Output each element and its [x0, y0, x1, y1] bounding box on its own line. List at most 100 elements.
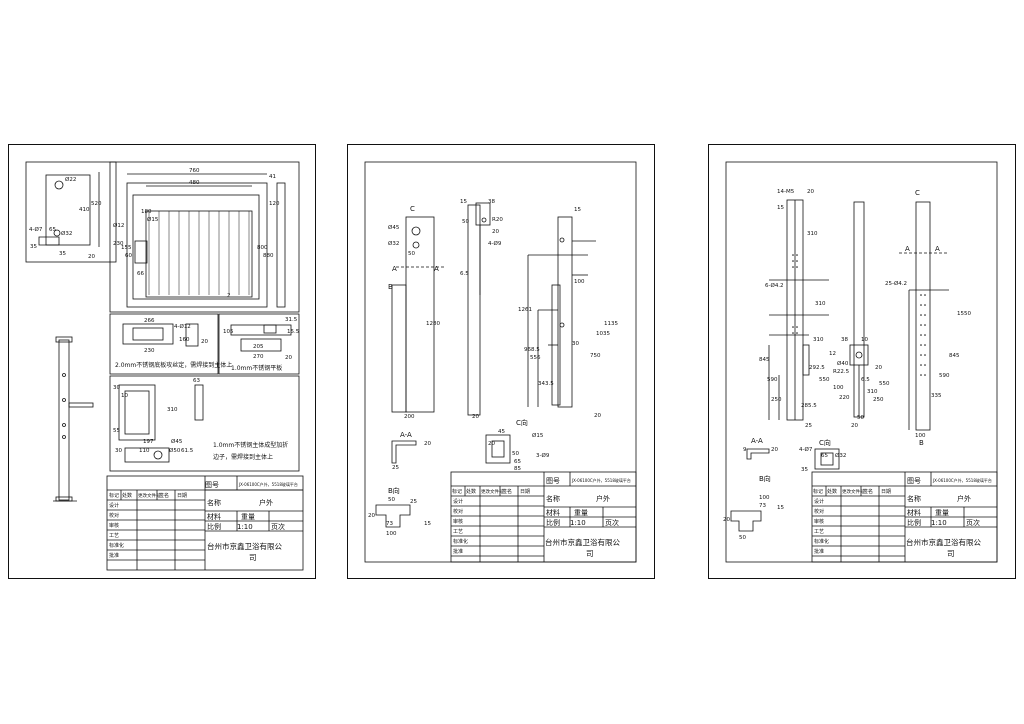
- dim-label: 310: [167, 407, 178, 413]
- dim-label: 10: [861, 337, 868, 343]
- dim-label: 590: [767, 377, 778, 383]
- dim-label: 220: [839, 395, 850, 401]
- dim-label: 25: [410, 499, 417, 505]
- dim-label: 35: [59, 251, 66, 257]
- dim-label: 35: [801, 467, 808, 473]
- dim-label: 50: [408, 251, 415, 257]
- rev-header: 标记: [109, 492, 119, 499]
- dim-label: 63: [193, 378, 200, 384]
- dim-label: R22.5: [833, 369, 850, 375]
- dim-label: 66: [137, 271, 144, 277]
- row-label: 标准化: [453, 538, 468, 545]
- dim-label: 310: [813, 337, 824, 343]
- section-label: A: [392, 265, 397, 273]
- dim-label: 25: [392, 465, 399, 471]
- sheet-1-canvas: Ø22 410 520 4-Ø7 65 Ø32 35 35 20 760 480…: [25, 161, 304, 571]
- dim-label: 845: [759, 357, 770, 363]
- drawing-no: JX-06100C户外，5518玻璃平台: [932, 477, 992, 483]
- name-value: 户外: [596, 494, 610, 503]
- dim-label: 20: [594, 413, 601, 419]
- dim-label: 50: [388, 497, 395, 503]
- dim-label: 6.5: [460, 271, 469, 277]
- drawing-no: JX-06100C户外，5518玻璃平台: [571, 477, 631, 483]
- dim-label: 10: [121, 393, 128, 399]
- rev-header: 处数: [122, 492, 132, 499]
- dim-label: 180: [141, 209, 152, 215]
- dim-label: 6-Ø4.2: [765, 282, 784, 289]
- drawing-no-label: 图号: [205, 481, 219, 489]
- weight-label: 重量: [574, 509, 588, 517]
- dim-label: 230: [144, 348, 155, 354]
- row-label: 工艺: [109, 533, 119, 539]
- dim-label: Ø32: [835, 452, 846, 459]
- dim-label: 14-M5: [777, 189, 795, 195]
- rev-header: 标记: [813, 488, 823, 495]
- dim-label: 25-Ø4.2: [885, 280, 907, 287]
- dim-label: 4-Ø12: [174, 323, 191, 330]
- dim-label: 200: [404, 414, 415, 420]
- material-label: 材料: [207, 512, 221, 521]
- rev-header: 签名: [159, 492, 169, 499]
- dim-label: 15: [574, 207, 581, 213]
- dim-label: 65: [49, 227, 56, 233]
- dim-label: 266: [144, 318, 155, 324]
- row-label: 设计: [453, 498, 463, 505]
- section-label: A: [434, 265, 439, 273]
- name-label: 名称: [907, 494, 921, 503]
- dim-label: 1550: [957, 311, 971, 317]
- dim-label: Ø40: [837, 360, 849, 367]
- page-label: 页次: [271, 522, 285, 531]
- dim-label: 4-Ø7: [799, 446, 813, 453]
- dim-label: R20: [492, 217, 503, 223]
- company-name: 台州市京鑫卫浴有限公: [207, 541, 282, 551]
- scale-label: 比例: [546, 518, 560, 527]
- drawing-no: JX-06100C户外，5518玻璃平台: [238, 481, 298, 487]
- dim-label: 100: [833, 385, 844, 391]
- dim-label: 335: [931, 393, 942, 399]
- dim-label: 197: [143, 439, 154, 445]
- dim-label: 73: [759, 503, 766, 509]
- dim-label: Ø12: [113, 222, 124, 229]
- drawing-no-label: 图号: [907, 477, 921, 485]
- dim-label: 30: [115, 448, 122, 454]
- dim-label: 85: [514, 466, 521, 472]
- dim-label: 3-Ø9: [536, 452, 550, 459]
- dim-label: Ø50: [169, 447, 181, 454]
- row-label: 审核: [453, 518, 463, 525]
- sheet-3-canvas: 14-M5 20 15 310 6-Ø4.2 310 845 590 310 2…: [723, 161, 998, 563]
- dim-label: 25: [805, 423, 812, 429]
- view-label: C: [915, 189, 920, 197]
- note-label: 1.0mm不锈钢平板: [231, 364, 282, 372]
- row-label: 审核: [814, 518, 824, 525]
- dim-label: 65: [821, 453, 828, 459]
- dim-label: 155: [121, 245, 132, 251]
- row-label: 标准化: [814, 538, 829, 545]
- dim-label: 12: [829, 351, 836, 357]
- material-label: 材料: [907, 508, 921, 517]
- dim-label: 270: [253, 354, 264, 360]
- scale-value: 1:10: [237, 523, 253, 531]
- dim-label: 61.5: [181, 448, 194, 454]
- detail-box-bottom: [109, 375, 300, 472]
- dim-label: 2: [227, 293, 231, 299]
- scale-value: 1:10: [931, 519, 947, 527]
- dim-label: 20: [488, 441, 495, 447]
- rev-header: 标记: [452, 488, 462, 495]
- dim-label: 6.5: [861, 377, 870, 383]
- dim-label: 20: [875, 365, 882, 371]
- drawing-sheet-3: 14-M5 20 15 310 6-Ø4.2 310 845 590 310 2…: [708, 144, 1016, 579]
- rev-header: 更改文件号: [842, 488, 865, 495]
- dim-label: 20: [424, 441, 431, 447]
- dim-label: 20: [492, 229, 499, 235]
- dim-label: 20: [851, 423, 858, 429]
- dim-label: 4-Ø7: [29, 226, 43, 233]
- row-label: 校对: [109, 512, 119, 519]
- dim-label: 520: [91, 201, 102, 207]
- dim-label: 20: [472, 414, 479, 420]
- dim-label: 38: [488, 199, 495, 205]
- dim-label: Ø32: [61, 230, 72, 237]
- dim-label: 550: [819, 377, 830, 383]
- note-label: 边子，需焊接到主体上: [213, 453, 273, 461]
- dim-label: 292.5: [809, 365, 825, 371]
- detail-box-mid-right: [218, 313, 300, 375]
